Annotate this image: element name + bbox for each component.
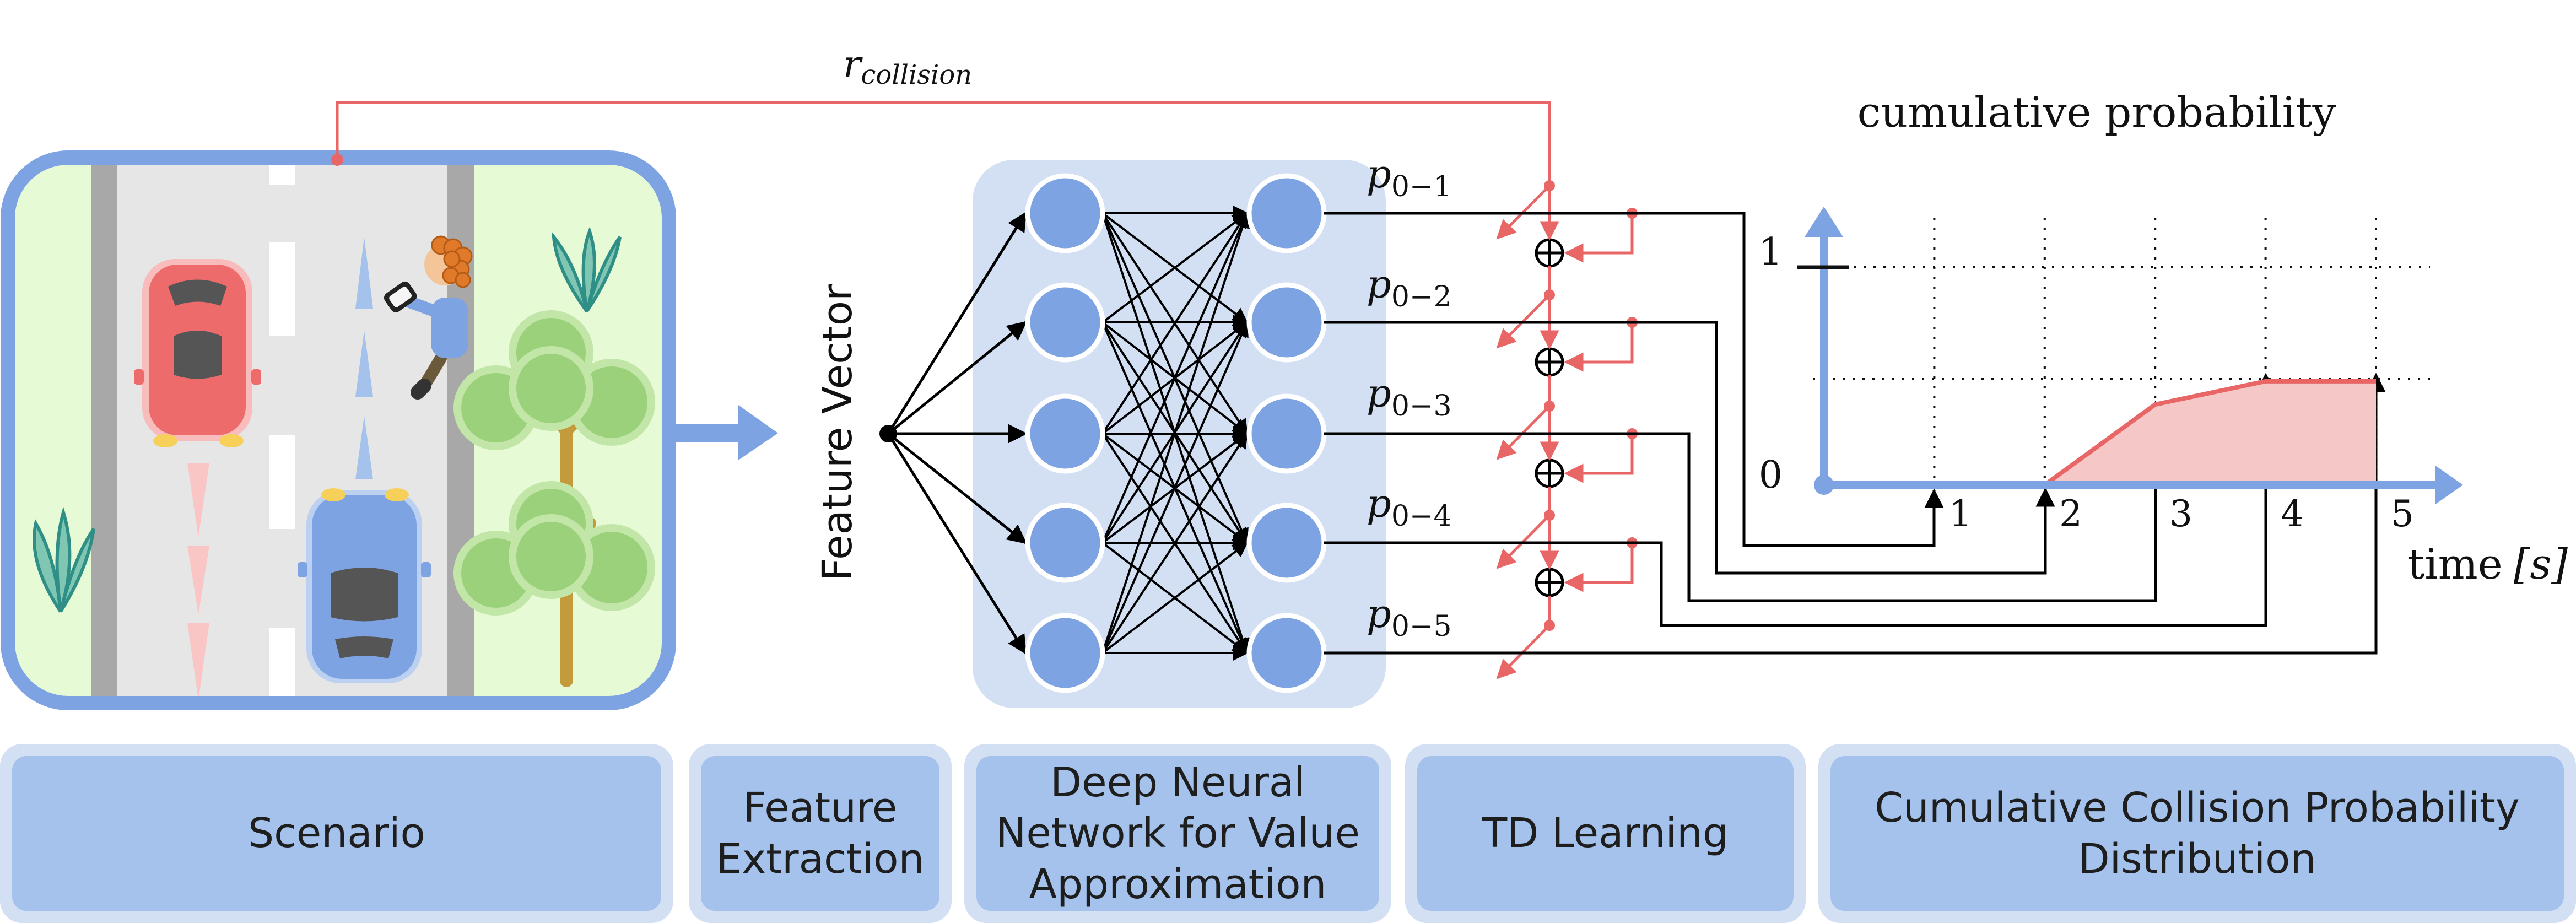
- output-route-3: [1324, 400, 2165, 602]
- stage-cumulative-line2: Distribution: [2078, 835, 2316, 883]
- td-bypass-4: [1564, 543, 1634, 592]
- hidden-edge-5-2: [1101, 321, 1249, 654]
- stage-td-learning-text: TD Learning: [1482, 809, 1729, 857]
- x-tick-1: 1: [1949, 493, 1972, 535]
- stage-dnn-line1: Deep Neural: [1050, 758, 1305, 806]
- hidden-neuron-4: [1025, 503, 1105, 583]
- x-axis-label: time[s]: [2408, 539, 2568, 589]
- input-edge-1: [887, 212, 1027, 435]
- output-route-1: [1324, 212, 1944, 547]
- td-branch-1: [1324, 180, 1944, 547]
- output-neuron-2: [1246, 282, 1327, 363]
- pedestrian: [384, 235, 473, 400]
- output-neuron-3: [1246, 393, 1327, 474]
- input-edge-5: [887, 433, 1027, 655]
- hidden-edge-5-1: [1101, 212, 1250, 654]
- output-route-4: [1324, 373, 2276, 627]
- x-tick-2: 2: [2059, 493, 2082, 535]
- hidden-neuron-5: [1025, 613, 1105, 693]
- road-curb-left: [91, 158, 117, 703]
- hidden-edge-2-1: [1101, 212, 1249, 323]
- stage-dnn-line3: Approximation: [1029, 860, 1327, 908]
- y-axis-arrowhead: [1805, 207, 1843, 237]
- output-label-p01: p0−1: [1367, 152, 1452, 203]
- hidden-edge-5-4: [1101, 542, 1249, 654]
- feature-vector-label: Feature Vector: [814, 284, 861, 581]
- y-tick-0: 0: [1759, 454, 1783, 497]
- stage-dnn-line2: Network for Value: [996, 809, 1360, 857]
- hidden-edge-3-1: [1101, 212, 1248, 435]
- td-branch-3: [1324, 400, 2165, 602]
- cumulative-probability-chart: [1797, 207, 2463, 504]
- stage-dnn-label: Deep Neural Network for Value Approximat…: [976, 756, 1379, 911]
- output-label-p02: p0−2: [1367, 262, 1452, 314]
- output-label-p04: p0−4: [1367, 481, 1452, 533]
- output-label-p05: p0−5: [1367, 591, 1452, 643]
- hidden-neuron-1: [1025, 173, 1105, 253]
- td-branch-2: [1324, 289, 2055, 575]
- input-edge-4: [887, 433, 1027, 544]
- stage-feature-extraction-label: Feature Extraction: [701, 756, 939, 911]
- output-route-2: [1324, 321, 2055, 575]
- stage-scenario: Scenario: [0, 744, 673, 923]
- hidden-edge-5-3: [1101, 432, 1248, 654]
- x-tick-3: 3: [2169, 493, 2192, 535]
- bush-left: [33, 506, 95, 613]
- ego-car-trajectory: [355, 237, 373, 479]
- stage-td-learning: TD Learning: [1405, 744, 1806, 923]
- ego-blue-car: [298, 488, 431, 683]
- stage-cumulative-distribution: Cumulative Collision Probability Distrib…: [1818, 744, 2576, 923]
- x-tick-5: 5: [2391, 493, 2414, 535]
- output-neuron-1: [1246, 173, 1327, 253]
- td-bypass-1: [1564, 213, 1634, 263]
- stage-cumulative-distribution-label: Cumulative Collision Probability Distrib…: [1830, 756, 2564, 911]
- phone-icon: [384, 281, 417, 312]
- hidden-neuron-2: [1025, 282, 1105, 363]
- lane-markings: [269, 158, 295, 703]
- stage-cumulative-line1: Cumulative Collision Probability: [1875, 784, 2520, 832]
- td-bypass-2: [1564, 322, 1634, 372]
- td-bypass-3: [1564, 434, 1634, 483]
- collision-reward-label: rcollision: [843, 43, 972, 90]
- output-label-p03: p0−3: [1367, 371, 1452, 423]
- x-tick-4: 4: [2281, 493, 2304, 535]
- output-neuron-5: [1246, 613, 1327, 693]
- dnn-connections: [887, 206, 1250, 661]
- x-tick-labels: 1 2 3 4 5: [1949, 493, 2414, 535]
- hidden-neuron-3: [1025, 393, 1105, 474]
- scenario-illustration: [1, 150, 676, 710]
- hidden-edge-4-1: [1101, 212, 1249, 543]
- chart-title: cumulative probability: [1857, 88, 2336, 137]
- output-route-5: [1324, 373, 2386, 655]
- output-neuron-4: [1246, 503, 1327, 583]
- collision-reward-line: [331, 101, 1551, 182]
- input-edge-2: [887, 321, 1027, 435]
- td-output-labels: p0−1 p0−2 p0−3 p0−4 p0−5: [1367, 152, 1452, 643]
- axis-origin: [1814, 475, 1834, 495]
- stage-feature-extraction: Feature Extraction: [689, 744, 952, 923]
- td-branch-5: [1324, 373, 2386, 679]
- stage-scenario-label: Scenario: [12, 756, 661, 911]
- bush-right: [552, 226, 622, 312]
- y-tick-1: 1: [1759, 230, 1783, 274]
- stage-feature-extraction-line2: Extraction: [716, 835, 925, 883]
- stage-feature-extraction-line1: Feature: [743, 784, 898, 832]
- cumulative-area: [1824, 381, 2376, 485]
- stage-scenario-text: Scenario: [248, 809, 425, 857]
- td-branch-4: [1324, 373, 2276, 627]
- stage-dnn: Deep Neural Network for Value Approximat…: [964, 744, 1391, 923]
- red-car: [134, 259, 261, 447]
- stage-td-learning-label: TD Learning: [1417, 756, 1794, 911]
- td-learning-routing: [1324, 180, 2386, 679]
- roadside-trees: [453, 310, 655, 687]
- x-axis-arrowhead: [2435, 466, 2463, 504]
- red-car-trajectory: [187, 463, 209, 700]
- scenario-to-feature-arrow: [672, 405, 778, 460]
